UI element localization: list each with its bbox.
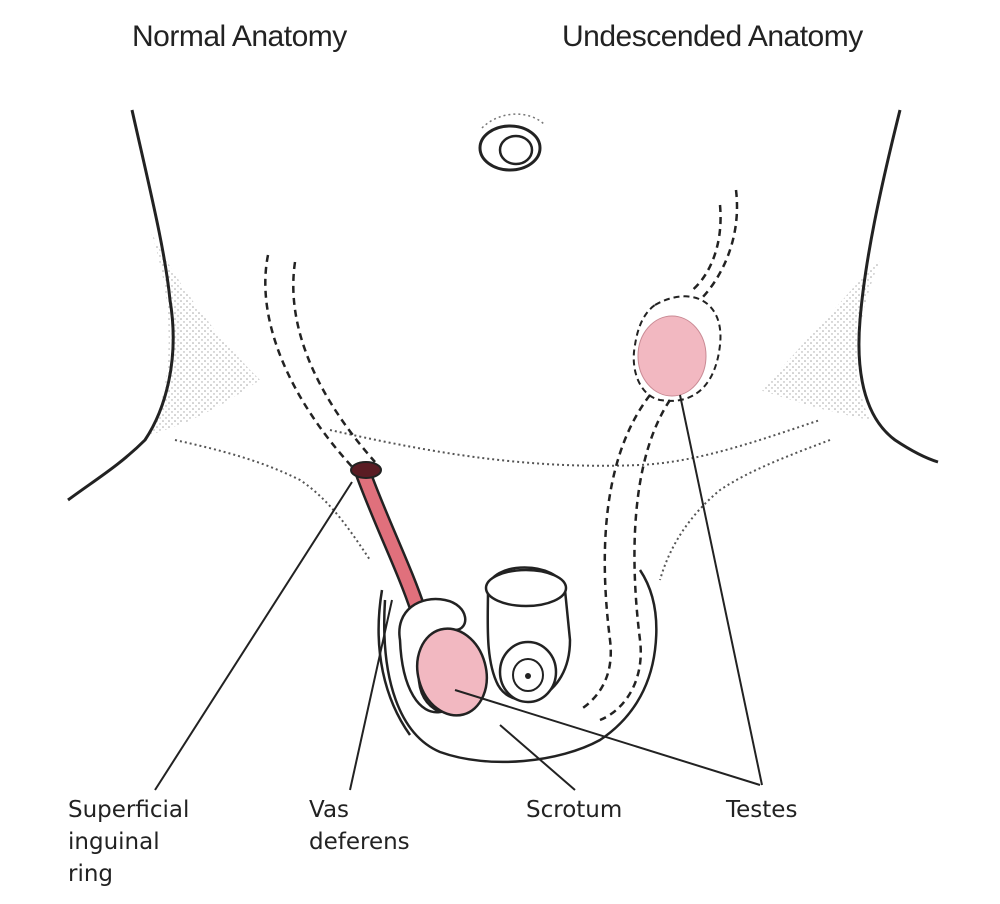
torso-outline-right bbox=[857, 109, 939, 464]
superficial-inguinal-ring bbox=[350, 461, 382, 479]
groin-shading-left bbox=[150, 230, 260, 435]
label-line: inguinal bbox=[68, 829, 160, 855]
pubic-line bbox=[329, 419, 821, 467]
title-normal-anatomy: Normal Anatomy bbox=[132, 20, 347, 53]
leader-testes-2 bbox=[679, 394, 763, 786]
leader-testes-1 bbox=[454, 689, 761, 786]
inguinal-canal-left-inner bbox=[292, 261, 376, 463]
label-line: Vas bbox=[309, 797, 350, 823]
label-scrotum: Scrotum bbox=[526, 797, 623, 823]
undescended-testis bbox=[637, 315, 707, 397]
scrotum-outline bbox=[383, 569, 658, 764]
title-undescended-anatomy: Undescended Anatomy bbox=[562, 20, 863, 53]
leader-vas-deferens bbox=[349, 599, 393, 791]
label-vas-deferens: Vas deferens bbox=[309, 794, 410, 858]
label-line: Superficial bbox=[68, 797, 190, 823]
descent-path-right bbox=[579, 394, 651, 712]
navel bbox=[478, 113, 546, 172]
penis bbox=[484, 566, 572, 704]
leader-superficial-ring bbox=[154, 481, 353, 791]
label-testes: Testes bbox=[726, 797, 798, 823]
torso-outline-left bbox=[67, 109, 175, 502]
groin-shading-right bbox=[760, 260, 880, 420]
descended-testis bbox=[398, 597, 489, 717]
leader-scrotum bbox=[499, 724, 576, 791]
label-line: ring bbox=[68, 861, 114, 887]
inguinal-canal-right bbox=[699, 189, 739, 301]
label-superficial-inguinal-ring: Superficial inguinal ring bbox=[68, 794, 189, 890]
label-line: deferens bbox=[309, 829, 410, 855]
groin-crease-right bbox=[659, 439, 831, 581]
inguinal-canal-left bbox=[264, 254, 356, 471]
groin-crease-left bbox=[174, 439, 371, 561]
